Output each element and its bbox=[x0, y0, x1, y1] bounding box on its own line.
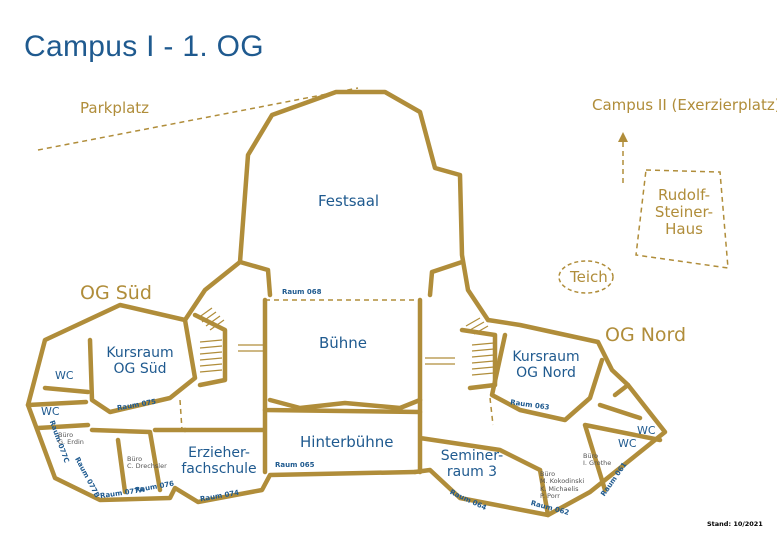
stair-south-wall bbox=[192, 312, 228, 388]
wc-nord-2: WC bbox=[618, 437, 637, 450]
stair-south-treads bbox=[197, 307, 265, 373]
south-wing-wall bbox=[25, 259, 418, 505]
office-grothe: Büro I. Grothe bbox=[583, 452, 612, 468]
room-number-068: Raum 068 bbox=[282, 288, 322, 296]
office-kokodinski: Büro M. Kokodinski K. Michaelis P. Porr bbox=[540, 470, 585, 501]
wc-sued-2: WC bbox=[41, 405, 60, 418]
stair-north-treads bbox=[425, 317, 495, 376]
page-title: Campus I - 1. OG bbox=[24, 30, 264, 63]
hinterbuehne-wall bbox=[182, 407, 543, 475]
rudolf-steiner-outline bbox=[635, 169, 729, 269]
teich-label: Teich bbox=[570, 268, 608, 286]
arrow-head-icon bbox=[618, 132, 628, 142]
south-wc-walls bbox=[25, 385, 91, 431]
north-dashed-passage bbox=[489, 397, 494, 426]
room-kursraum-nord: Kursraum OG Nord bbox=[512, 349, 580, 381]
rudolf-steiner-haus-label: Rudolf- Steiner- Haus bbox=[654, 186, 714, 238]
wing-nord-label: OG Nord bbox=[605, 324, 687, 346]
wing-sued-label: OG Süd bbox=[80, 282, 152, 304]
north-office-walls bbox=[537, 382, 663, 518]
room-erzieherfachschule: Erzieher- fachschule bbox=[181, 445, 257, 477]
campus-ii-label: Campus II (Exerzierplatz) bbox=[592, 96, 777, 114]
room-festsaal: Festsaal bbox=[318, 192, 380, 210]
stand-date: Stand: 10/2021 bbox=[707, 520, 763, 528]
stage-front-wall bbox=[267, 397, 423, 411]
room-hinterbuehne: Hinterbühne bbox=[300, 433, 394, 451]
room-number-065: Raum 065 bbox=[275, 461, 315, 469]
festsaal-wall bbox=[237, 89, 491, 323]
parkplatz-label: Parkplatz bbox=[80, 99, 150, 117]
wc-nord-1: WC bbox=[637, 424, 656, 437]
south-office-walls bbox=[89, 427, 188, 495]
office-drechsler: Büro C. Drechsler bbox=[127, 455, 167, 471]
stair-north-wall bbox=[459, 327, 498, 391]
buehne-wall bbox=[262, 297, 423, 415]
room-buehne: Bühne bbox=[319, 334, 368, 352]
teich-outline bbox=[558, 260, 614, 294]
room-kursraum-sued: Kursraum OG Süd bbox=[106, 345, 174, 377]
south-dashed-passage bbox=[179, 399, 183, 431]
north-wing-wall bbox=[412, 317, 668, 518]
office-erdin: Büro G. Erdin bbox=[58, 431, 84, 447]
kursraum-sued-wall bbox=[87, 317, 198, 415]
parkplatz-boundary bbox=[37, 87, 359, 151]
festsaal-stubs bbox=[237, 259, 465, 298]
wc-sued-1: WC bbox=[55, 369, 74, 382]
room-seminarraum-3: Seminer- raum 3 bbox=[440, 448, 504, 480]
